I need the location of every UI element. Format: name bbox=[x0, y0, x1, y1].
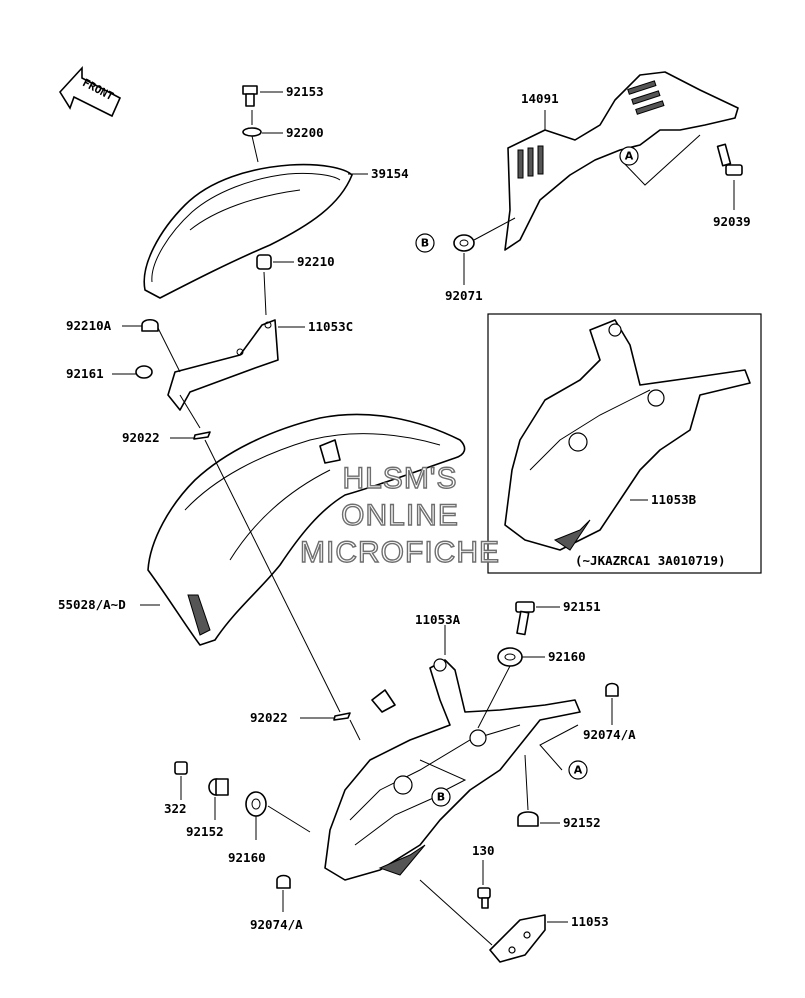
collar-92152-left bbox=[208, 778, 229, 796]
pin-92022-top bbox=[193, 431, 211, 440]
label-11053b: 11053B bbox=[651, 492, 697, 507]
label-11053a: 11053A bbox=[415, 612, 461, 627]
stay-11053c bbox=[167, 319, 279, 411]
cowl-55028 bbox=[147, 413, 466, 646]
nut-322 bbox=[174, 761, 188, 775]
front-arrow-icon: FRONT bbox=[58, 65, 122, 118]
bolt-130 bbox=[477, 887, 491, 909]
clip-92161 bbox=[135, 365, 153, 379]
bracket-11053 bbox=[489, 914, 546, 963]
cover-39154 bbox=[143, 163, 353, 299]
watermark-line-3: MICROFICHE bbox=[300, 536, 500, 569]
callout-b-lower-text: B bbox=[437, 791, 445, 804]
label-55028: 55028/A~D bbox=[58, 597, 126, 612]
label-92022-top: 92022 bbox=[122, 430, 160, 445]
bracket-14091 bbox=[504, 71, 739, 251]
bolt-92039 bbox=[716, 143, 743, 176]
watermark: HLSM'S ONLINE MICROFICHE bbox=[299, 461, 500, 569]
label-92200: 92200 bbox=[286, 125, 324, 140]
frame-11053a bbox=[324, 658, 581, 881]
label-92071: 92071 bbox=[445, 288, 483, 303]
nut-92074-right bbox=[605, 682, 619, 697]
label-92152-left: 92152 bbox=[186, 824, 224, 839]
label-92210: 92210 bbox=[297, 254, 335, 269]
bolt-92151 bbox=[515, 601, 535, 636]
label-92074-right: 92074/A bbox=[583, 727, 636, 742]
callout-b-top-text: B bbox=[421, 237, 429, 250]
label-39154: 39154 bbox=[371, 166, 409, 181]
bolt-92153 bbox=[242, 85, 258, 107]
label-130: 130 bbox=[472, 843, 495, 858]
label-322: 322 bbox=[164, 801, 187, 816]
inset-note: (~JKAZRCA1 3A010719) bbox=[575, 553, 726, 568]
label-92160-left: 92160 bbox=[228, 850, 266, 865]
grommet-92160-right bbox=[497, 647, 523, 667]
label-11053c: 11053C bbox=[308, 319, 353, 334]
callout-a-top: A bbox=[619, 146, 639, 166]
label-92074-left: 92074/A bbox=[250, 917, 303, 932]
grommet-92160-left bbox=[245, 791, 267, 817]
bolt-92152-right bbox=[517, 811, 539, 827]
washer-92200 bbox=[242, 127, 262, 137]
watermark-line-2: ONLINE bbox=[341, 499, 459, 532]
callout-a-lower-text: A bbox=[574, 764, 583, 777]
label-11053: 11053 bbox=[571, 914, 609, 929]
label-92022-mid: 92022 bbox=[250, 710, 288, 725]
callout-a-lower: A bbox=[568, 760, 588, 780]
label-92151: 92151 bbox=[563, 599, 601, 614]
label-92161: 92161 bbox=[66, 366, 104, 381]
inset-box bbox=[487, 313, 762, 574]
label-14091: 14091 bbox=[521, 91, 559, 106]
label-92152-right: 92152 bbox=[563, 815, 601, 830]
label-92039: 92039 bbox=[713, 214, 751, 229]
label-92160-right: 92160 bbox=[548, 649, 586, 664]
callout-a-top-text: A bbox=[625, 150, 634, 163]
grommet-92210 bbox=[256, 254, 272, 270]
leader-lines bbox=[112, 91, 735, 946]
label-92153: 92153 bbox=[286, 84, 324, 99]
grommet-92071 bbox=[453, 234, 475, 252]
part-labels: 92153 92200 39154 92210 92210A 11053C 92… bbox=[58, 84, 751, 932]
callout-b-lower: B bbox=[431, 787, 451, 807]
nut-92210a bbox=[141, 318, 159, 332]
label-92210a: 92210A bbox=[66, 318, 112, 333]
pin-92022-mid bbox=[333, 712, 351, 721]
watermark-line-1: HLSM'S bbox=[342, 462, 457, 495]
callout-b-top: B bbox=[415, 233, 435, 253]
nut-92074-left bbox=[276, 874, 291, 889]
